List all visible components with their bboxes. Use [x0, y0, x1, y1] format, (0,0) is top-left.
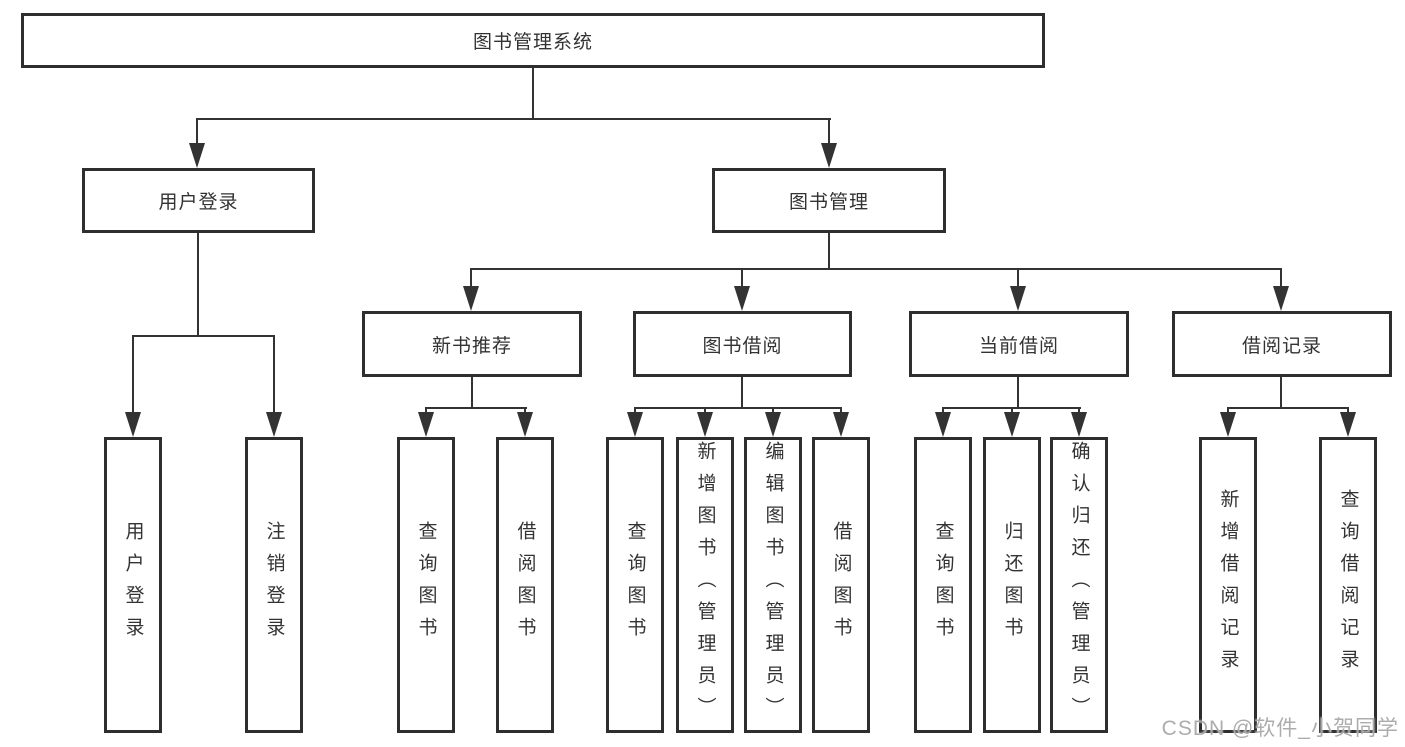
connector-borrowrecords-stub	[1280, 377, 1282, 409]
arrowhead-new-book	[463, 286, 479, 311]
connector-bookmgmt-stub	[828, 233, 830, 270]
connector-drop-borrow2	[840, 407, 842, 414]
node-user-login: 用户登录	[82, 168, 315, 233]
node-root-system: 图书管理系统	[21, 13, 1045, 68]
leaf-query-borrow-record: 查询借阅记录	[1319, 437, 1377, 733]
leaf-logout-label: 注销登录	[263, 521, 285, 649]
leaf-query-borrow-record-label: 查询借阅记录	[1337, 489, 1359, 681]
node-root-label: 图书管理系统	[472, 32, 593, 53]
arrowhead-book-borrow	[734, 286, 750, 311]
node-current-borrow: 当前借阅	[909, 311, 1129, 377]
connector-drop-user-login	[196, 118, 198, 146]
leaf-user-login: 用户登录	[104, 437, 162, 733]
leaf-query-books-recommend: 查询图书	[397, 437, 455, 733]
connector-drop-leaf-logout	[273, 335, 275, 414]
leaf-query-books-borrow-label: 查询图书	[624, 521, 646, 649]
connector-bookborrow-rail	[634, 407, 842, 409]
connector-drop-add-book	[704, 407, 706, 414]
connector-newbook-rail	[425, 407, 527, 409]
leaf-confirm-return-admin-label: 确认归还（管理员）	[1068, 441, 1090, 729]
connector-drop-borrow1	[524, 407, 526, 414]
connector-drop-borrow-records	[1280, 268, 1282, 288]
connector-drop-book-mgmt	[828, 118, 830, 146]
node-new-book-recommend: 新书推荐	[362, 311, 582, 377]
connector-drop-add-record	[1227, 407, 1229, 414]
connector-drop-query-record	[1347, 407, 1349, 414]
node-user-login-label: 用户登录	[158, 192, 239, 213]
arrowhead-current-borrow	[1010, 286, 1026, 311]
connector-currentborrow-stub	[1017, 377, 1019, 409]
node-book-management-label: 图书管理	[788, 192, 869, 213]
connector-bookborrow-stub	[741, 377, 743, 409]
arrowhead-confirm-return	[1071, 412, 1087, 437]
leaf-user-login-label: 用户登录	[122, 521, 144, 649]
leaf-add-borrow-record-label: 新增借阅记录	[1217, 489, 1239, 681]
arrowhead-add-book	[697, 412, 713, 437]
leaf-return-books: 归还图书	[983, 437, 1041, 733]
node-borrow-records: 借阅记录	[1172, 311, 1392, 377]
leaf-query-books-recommend-label: 查询图书	[415, 521, 437, 649]
leaf-borrow-books-label: 借阅图书	[830, 521, 852, 649]
leaf-add-books-admin-label: 新增图书（管理员）	[694, 441, 716, 729]
connector-userlogin-stub	[197, 233, 199, 337]
node-current-borrow-label: 当前借阅	[978, 335, 1059, 357]
connector-drop-new-book	[470, 268, 472, 288]
node-book-borrow-label: 图书借阅	[702, 335, 783, 357]
connector-drop-edit-book	[772, 407, 774, 414]
leaf-borrow-books-recommend-label: 借阅图书	[514, 521, 536, 649]
arrowhead-user-login	[189, 143, 205, 168]
arrowhead-borrow1	[517, 412, 533, 437]
connector-borrowrecords-rail	[1227, 407, 1349, 409]
leaf-query-books-current: 查询图书	[914, 437, 972, 733]
leaf-query-books-current-label: 查询图书	[932, 521, 954, 649]
connector-root-rail	[196, 118, 831, 120]
connector-newbook-stub	[471, 377, 473, 409]
connector-drop-confirm-return	[1078, 407, 1080, 414]
connector-drop-current-borrow	[1017, 268, 1019, 288]
arrowhead-book-mgmt	[821, 143, 837, 168]
leaf-add-borrow-record: 新增借阅记录	[1199, 437, 1257, 733]
leaf-logout: 注销登录	[245, 437, 303, 733]
connector-drop-query1	[425, 407, 427, 414]
arrowhead-borrow-records	[1273, 286, 1289, 311]
connector-root-stub	[532, 68, 534, 120]
leaf-return-books-label: 归还图书	[1001, 521, 1023, 649]
arrowhead-edit-book	[765, 412, 781, 437]
csdn-watermark: CSDN @软件_小贺同学	[1161, 717, 1399, 740]
leaf-confirm-return-admin: 确认归还（管理员）	[1050, 437, 1108, 733]
node-book-management: 图书管理	[712, 168, 946, 233]
leaf-edit-books-admin-label: 编辑图书（管理员）	[762, 441, 784, 729]
arrowhead-add-record	[1220, 412, 1236, 437]
connector-bookmgmt-rail	[470, 268, 1282, 270]
leaf-borrow-books-recommend: 借阅图书	[496, 437, 554, 733]
leaf-borrow-books: 借阅图书	[812, 437, 870, 733]
node-book-borrow: 图书借阅	[633, 311, 852, 377]
arrowhead-leaf-login	[125, 412, 141, 437]
arrowhead-return-book	[1004, 412, 1020, 437]
connector-userlogin-rail	[132, 335, 275, 337]
leaf-add-books-admin: 新增图书（管理员）	[676, 437, 734, 733]
node-new-book-recommend-label: 新书推荐	[431, 335, 512, 357]
arrowhead-query1	[418, 412, 434, 437]
arrowhead-query-record	[1340, 412, 1356, 437]
arrowhead-query2	[627, 412, 643, 437]
connector-drop-leaf-login	[132, 335, 134, 414]
arrowhead-query3	[935, 412, 951, 437]
connector-drop-book-borrow	[741, 268, 743, 288]
arrowhead-borrow2	[833, 412, 849, 437]
leaf-query-books-borrow: 查询图书	[606, 437, 664, 733]
connector-drop-query2	[634, 407, 636, 414]
node-borrow-records-label: 借阅记录	[1241, 335, 1322, 357]
connector-drop-query3	[942, 407, 944, 414]
connector-drop-return-book	[1011, 407, 1013, 414]
arrowhead-leaf-logout	[266, 412, 282, 437]
leaf-edit-books-admin: 编辑图书（管理员）	[744, 437, 802, 733]
